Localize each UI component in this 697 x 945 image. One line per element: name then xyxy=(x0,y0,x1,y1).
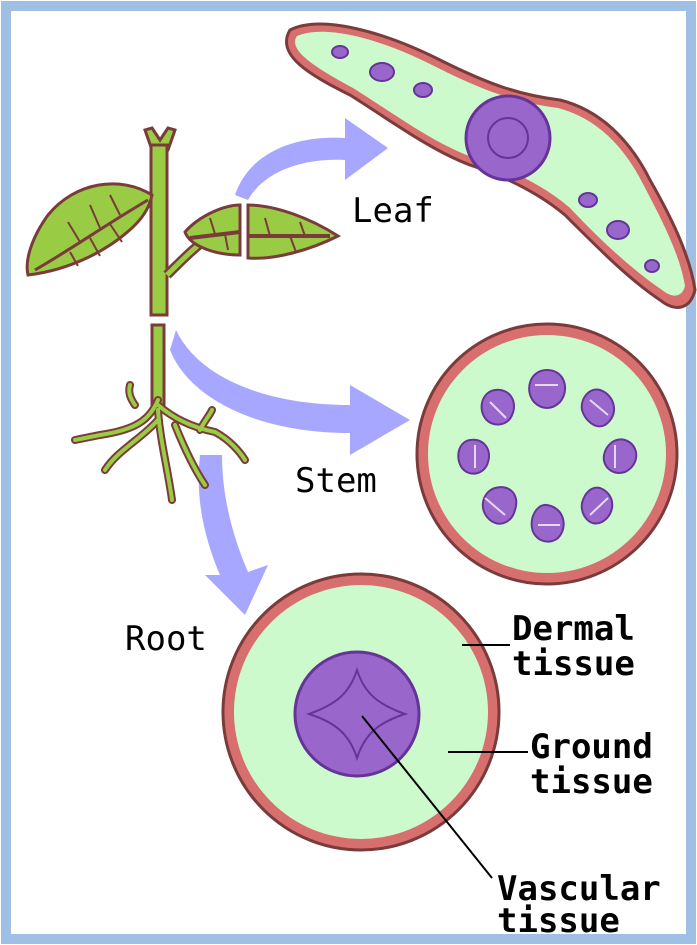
arrow-to-root xyxy=(199,455,268,615)
dermal-tissue-label-line2: tissue xyxy=(512,644,635,684)
arrow-to-stem xyxy=(170,330,410,455)
stem-label: Stem xyxy=(295,461,377,501)
ground-tissue-label-line2: tissue xyxy=(530,762,653,802)
root-label: Root xyxy=(125,619,207,659)
plant-illustration xyxy=(27,128,338,500)
ground-tissue-label-line1: Ground xyxy=(530,727,653,767)
root-cross-section xyxy=(223,574,499,850)
arrow-to-leaf xyxy=(235,118,388,200)
stem-cross-section xyxy=(417,324,677,584)
vascular-tissue-label-line2: tissue xyxy=(497,901,620,941)
dermal-tissue-label-line1: Dermal xyxy=(512,609,635,649)
leaf-label: Leaf xyxy=(352,191,434,231)
